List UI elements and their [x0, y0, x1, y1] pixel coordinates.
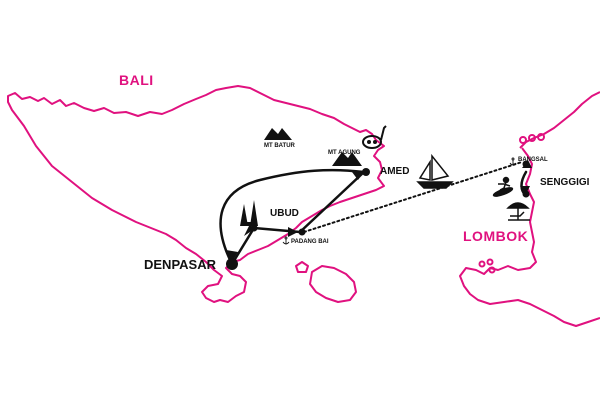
mountain-icon	[264, 128, 292, 140]
route-denpasar-to-amed-curve	[219, 168, 366, 266]
temple-icon	[240, 200, 258, 226]
place-label-amed: AMED	[380, 166, 410, 177]
arrow-to-denpasar	[226, 250, 238, 262]
place-label-bangsal: BANGSAL	[518, 157, 548, 163]
anchor-icon	[282, 236, 290, 245]
gili-meno	[528, 134, 536, 142]
nusa-lembongan-coastline	[295, 261, 309, 273]
sailboat-icon	[416, 153, 454, 189]
lombok-islet-2	[486, 258, 494, 266]
gili-trawangan	[519, 136, 527, 144]
gili-air	[537, 133, 545, 141]
arrow-to-amed	[352, 172, 364, 180]
stop-ubud	[250, 224, 258, 232]
nusa-penida-coastline	[309, 265, 357, 303]
arrow-to-padang-bai	[288, 227, 298, 237]
bali-coastline	[7, 85, 385, 303]
stop-amed	[362, 168, 370, 176]
route-denpasar-to-ubud	[230, 226, 256, 266]
lombok-islet-3	[488, 266, 496, 274]
place-label-senggigi: SENGGIGI	[540, 177, 590, 188]
lombok-islet-1	[478, 260, 486, 268]
place-label-denpasar: DENPASAR	[144, 257, 216, 272]
anchor-icon	[509, 157, 517, 166]
place-label-padang-bai: PADANG BAI	[291, 239, 329, 245]
beach-umbrella-icon	[506, 202, 530, 221]
mountain-icon	[332, 152, 362, 166]
surfer-icon	[492, 176, 514, 197]
place-label-mt-batur: MT BATUR	[264, 143, 295, 149]
snorkel-mask-icon	[362, 125, 387, 149]
arrow-to-senggigi	[520, 186, 530, 194]
route-lines	[219, 168, 528, 266]
place-label-ubud: UBUD	[270, 208, 299, 219]
region-label-lombok: LOMBOK	[463, 228, 529, 244]
ferry-route-dotted	[303, 161, 523, 233]
route-padang-bai-to-amed	[298, 170, 366, 234]
place-label-mt-agung: MT AGUNG	[328, 150, 361, 156]
stop-padang-bai	[298, 228, 306, 236]
lombok-coastline	[519, 91, 600, 149]
stop-bangsal	[522, 160, 530, 168]
region-label-bali: BALI	[119, 72, 154, 88]
stop-denpasar	[226, 258, 238, 270]
stop-senggigi	[522, 190, 530, 198]
